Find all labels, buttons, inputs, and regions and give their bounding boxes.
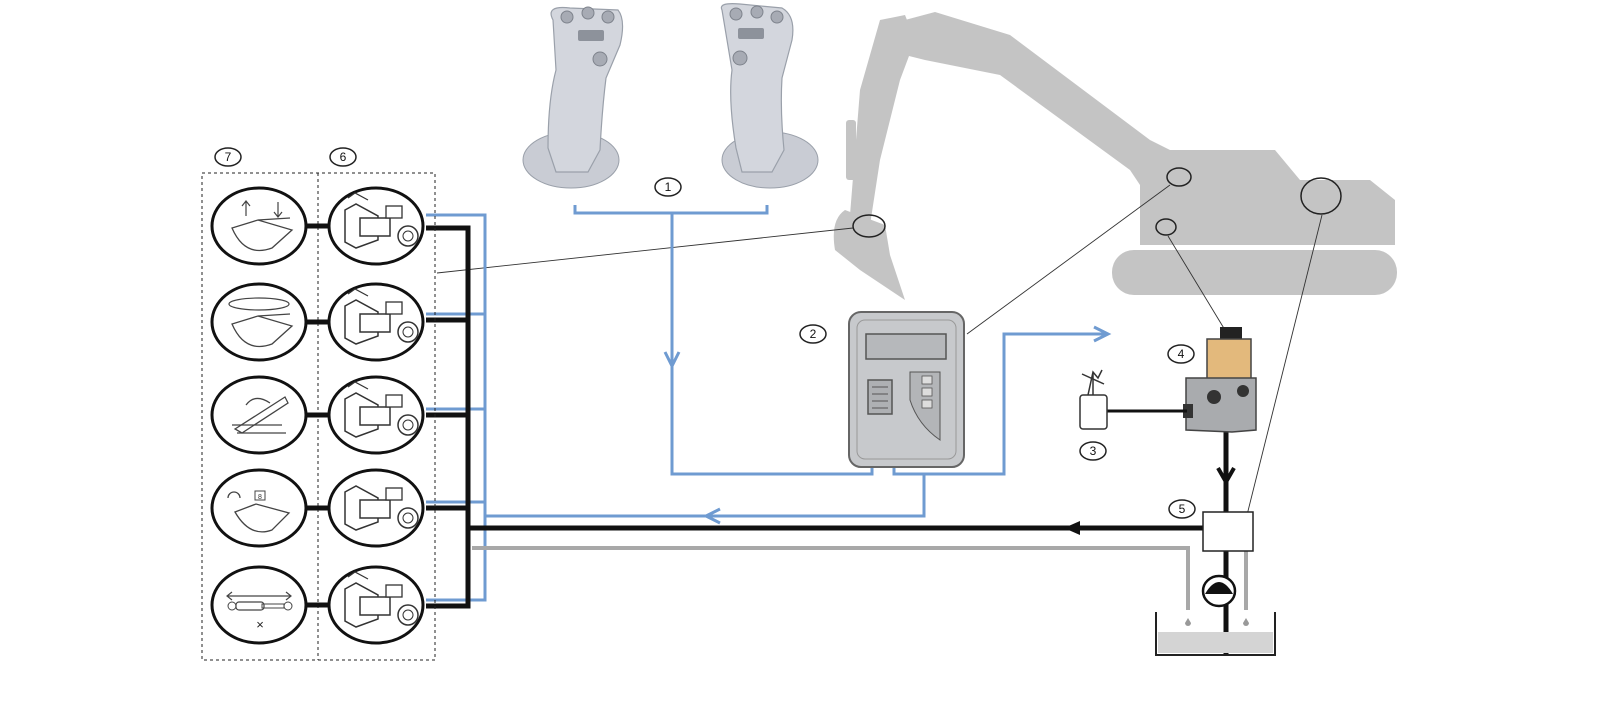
- extend-cylinder-icon: ×: [210, 565, 308, 645]
- tool-and-valve-groups: [201, 172, 436, 661]
- excavator-callout-rings: [852, 167, 1342, 238]
- left-joystick-icon: [522, 6, 624, 189]
- proportional-valve-icon: [1183, 327, 1257, 433]
- solenoid-valve-icon: [327, 186, 425, 266]
- callout-4: 4: [1178, 347, 1185, 361]
- return-line: [472, 545, 1248, 610]
- pressure-arrow: [1064, 521, 1080, 535]
- right-joystick-icon: [720, 3, 819, 189]
- solenoid-valve-icon: [327, 565, 425, 645]
- callout-1: 1: [665, 180, 672, 194]
- filter-block-icon: [1202, 511, 1254, 552]
- callout-circles: [214, 147, 1196, 519]
- callout-2: 2: [810, 327, 817, 341]
- leader-lines: [436, 184, 1323, 516]
- callout-3: 3: [1090, 444, 1097, 458]
- cross-mark: ×: [256, 617, 264, 632]
- solenoid-valve-icons: [327, 186, 425, 645]
- pump-icon: [1201, 574, 1237, 608]
- hydraulic-pressure-lines: [426, 225, 1229, 655]
- lock-mark: 8: [258, 494, 262, 501]
- lock-bucket-icon: 8: [210, 468, 308, 548]
- solenoid-valve-icon: [327, 282, 425, 362]
- callout-5: 5: [1179, 502, 1186, 516]
- tilt-bucket-icon: [210, 186, 308, 266]
- excavator-icon: [833, 12, 1397, 300]
- callout-6: 6: [340, 150, 347, 164]
- solenoid-valve-icon: [327, 468, 425, 548]
- solenoid-valve-icon: [327, 375, 425, 455]
- signal-arrows: [663, 325, 1112, 525]
- valve-flow-arrow: [1216, 467, 1236, 487]
- signal-lines: [426, 205, 1105, 602]
- callout-7: 7: [225, 150, 232, 164]
- tank-icon: [1155, 612, 1276, 656]
- switch-icon: [1079, 369, 1187, 430]
- control-unit-icon: [848, 311, 965, 468]
- callout-numbers: 7 6 1 2 4 3 5: [225, 150, 1186, 516]
- tool-function-icons: 8×: [210, 186, 330, 645]
- fork-attachment-icon: [210, 375, 308, 455]
- rotate-bucket-icon: [210, 282, 308, 362]
